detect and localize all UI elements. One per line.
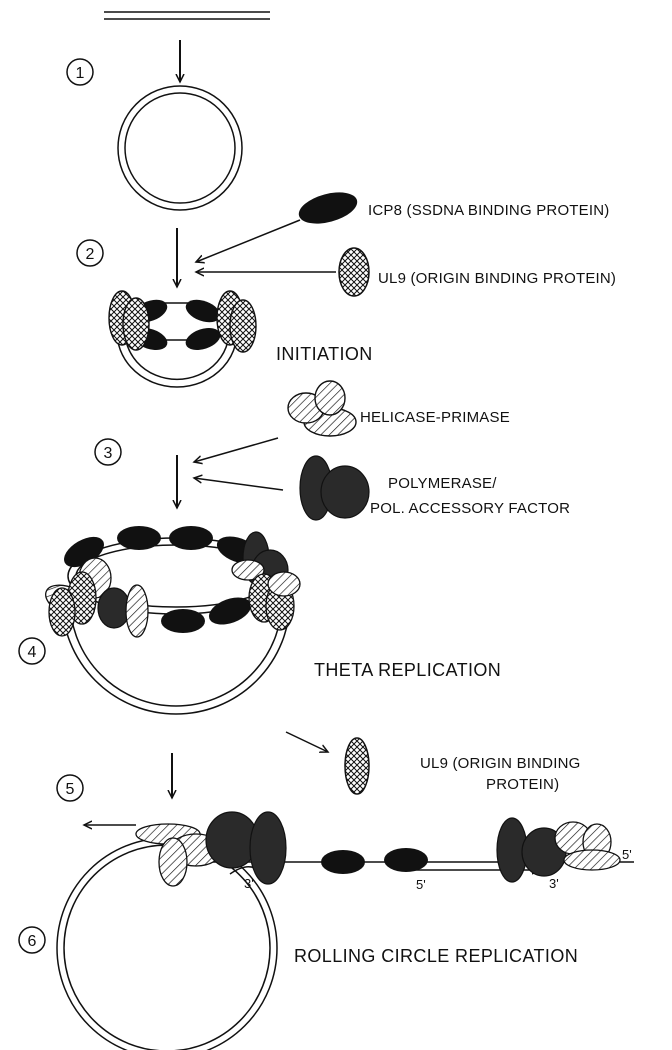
ul9-release-label-line2: PROTEIN) xyxy=(486,776,559,793)
svg-text:3: 3 xyxy=(104,445,113,462)
initiation-complex xyxy=(109,291,256,387)
theta-replication-label: THETA REPLICATION xyxy=(314,660,501,680)
rolling-circle-structure xyxy=(57,812,634,1050)
ul9-label: UL9 (ORIGIN BINDING PROTEIN) xyxy=(378,270,616,287)
arrow-ul9-release xyxy=(286,732,328,752)
ul9-protein-icon xyxy=(339,248,369,296)
helicase-primase-label: HELICASE-PRIMASE xyxy=(360,409,510,426)
polymerase-icon xyxy=(300,456,369,520)
polymerase-label-line2: POL. ACCESSORY FACTOR xyxy=(370,500,570,517)
svg-text:2: 2 xyxy=(86,246,95,263)
svg-text:5: 5 xyxy=(66,781,75,798)
arrow-polymerase xyxy=(194,478,283,490)
ul9-release-label-line1: UL9 (ORIGIN BINDING xyxy=(420,755,581,772)
arrow-helicase xyxy=(194,438,278,462)
ul9-released-icon xyxy=(345,738,369,794)
icp8-protein-icon xyxy=(295,187,360,230)
helicase-primase-icon xyxy=(288,381,356,436)
svg-text:1: 1 xyxy=(76,65,85,82)
initiation-label: INITIATION xyxy=(276,344,373,364)
theta-replication-structure xyxy=(41,526,300,714)
strand-end-right-3prime: 3' xyxy=(549,876,559,891)
svg-text:6: 6 xyxy=(28,933,37,950)
strand-end-mid-5prime: 5' xyxy=(416,877,426,892)
step-6-badge: 6 xyxy=(19,927,45,953)
strand-end-right-5prime: 5' xyxy=(622,847,632,862)
step-4-badge: 4 xyxy=(19,638,45,664)
step-5-badge: 5 xyxy=(57,775,83,801)
arrow-icp8 xyxy=(196,220,300,262)
circular-dna-step1 xyxy=(118,86,242,210)
polymerase-label-line1: POLYMERASE/ xyxy=(388,475,497,492)
icp8-label: ICP8 (SSDNA BINDING PROTEIN) xyxy=(368,202,609,219)
linear-dna xyxy=(104,12,270,19)
strand-end-left-3prime: 3' xyxy=(244,876,254,891)
step-1-badge: 1 xyxy=(67,59,93,85)
step-2-badge: 2 xyxy=(77,240,103,266)
rolling-circle-label: ROLLING CIRCLE REPLICATION xyxy=(294,946,578,966)
svg-text:4: 4 xyxy=(28,644,37,661)
step-3-badge: 3 xyxy=(95,439,121,465)
